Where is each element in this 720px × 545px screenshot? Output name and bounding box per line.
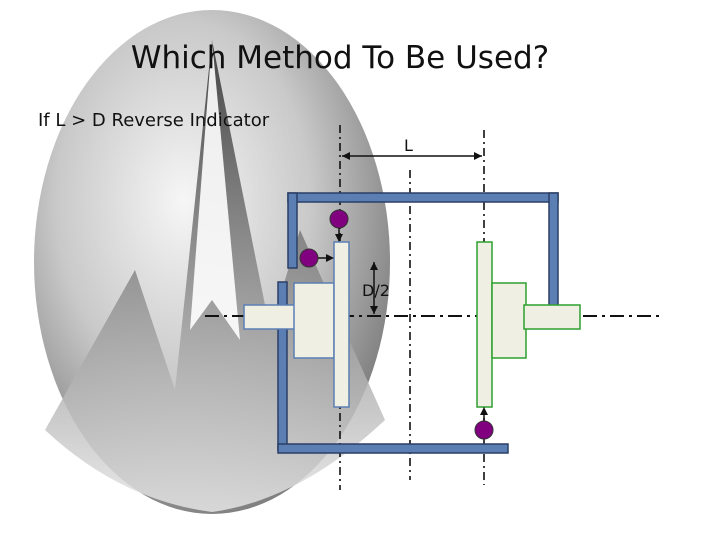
label-L: L [404, 136, 413, 155]
left-shaft [243, 304, 297, 330]
label-D2: D/2 [362, 281, 390, 300]
bracket-top-bar [287, 192, 559, 203]
background-logo [34, 10, 390, 514]
bracket-left-upright [287, 192, 298, 269]
logo-highlight [190, 40, 240, 340]
indicator-bottom [474, 407, 494, 440]
indicator-side [299, 248, 334, 268]
indicator-bracket [277, 192, 559, 454]
bracket-right-upright [548, 192, 559, 307]
dimension-L [342, 152, 482, 160]
left-coupling-hub [243, 241, 350, 408]
left-hub-body [293, 282, 335, 359]
left-hub-flange [333, 241, 350, 408]
slide-title: Which Method To Be Used? [130, 40, 550, 76]
indicator-dial-side [299, 248, 319, 268]
indicator-top [329, 209, 349, 242]
bracket-bottom-bar [277, 443, 509, 454]
right-hub-flange [476, 241, 493, 408]
dimension-D2 [370, 262, 378, 314]
right-coupling-hub [476, 241, 581, 408]
indicator-dial-bottom [474, 420, 494, 440]
slide-subtitle: If L > D Reverse Indicator [38, 110, 270, 131]
indicator-dial-top [329, 209, 349, 229]
right-hub-body [491, 282, 527, 359]
right-shaft [523, 304, 581, 330]
